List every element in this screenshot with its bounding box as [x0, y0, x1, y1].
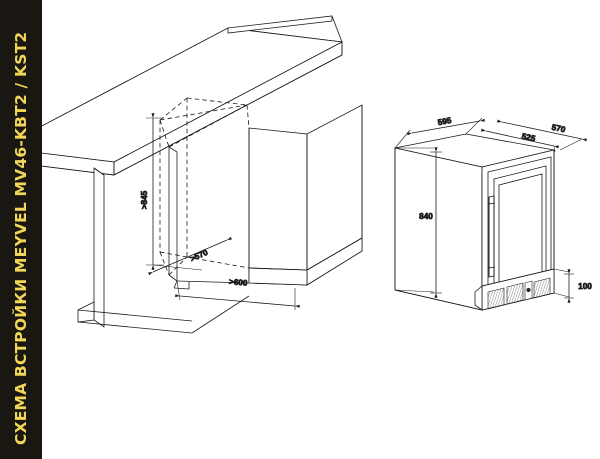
dim-595: 595	[394, 115, 485, 149]
niche-diagram: >845 >570 >600	[42, 15, 363, 334]
page-title: СХЕМА ВСТРОЙКИ MEYVEL MV46-KBT2 / KST2	[12, 31, 30, 445]
dim-570: 570	[496, 119, 588, 151]
technical-drawing: >845 >570 >600	[42, 0, 600, 459]
dim-label-100: 100	[578, 282, 592, 291]
dim-label-525: 525	[521, 132, 537, 144]
dim-label-595: 595	[437, 116, 452, 127]
dim-100: 100	[553, 268, 593, 303]
drawing-svg: >845 >570 >600	[42, 15, 593, 334]
dim-label-570: 570	[551, 123, 567, 135]
dim-width-600: >600	[175, 277, 300, 310]
appliance-diagram: 595 525 570	[394, 115, 593, 311]
appliance-left-side	[394, 147, 483, 311]
dim-label-width-600: >600	[229, 277, 249, 288]
vent-grille	[474, 268, 555, 311]
dim-840: 840	[394, 147, 442, 298]
worktop	[42, 15, 344, 176]
dim-label-840: 840	[419, 212, 433, 221]
cabinet-right-body	[248, 104, 363, 286]
cabinet-left-panel	[77, 167, 105, 328]
dim-label-height-845: >845	[140, 190, 149, 209]
dim-label-depth-570: >570	[189, 248, 210, 264]
door-handle	[487, 195, 496, 278]
title-bar: СХЕМА ВСТРОЙКИ MEYVEL MV46-KBT2 / KST2	[0, 0, 42, 459]
door-frame	[487, 156, 552, 304]
dim-depth-570: >570	[147, 236, 233, 276]
